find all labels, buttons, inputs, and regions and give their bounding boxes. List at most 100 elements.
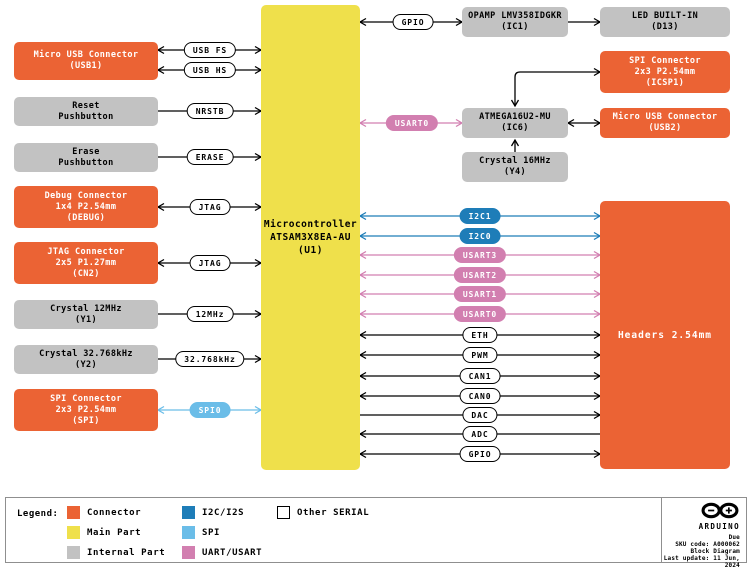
- connector-label: Connector: [87, 507, 142, 518]
- main-part-label: Main Part: [87, 527, 142, 538]
- pill-can0: CAN0: [459, 388, 501, 404]
- y4-ref: (Y4): [503, 167, 527, 177]
- pill-usb-fs: USB FS: [183, 42, 237, 58]
- ic6-ref: (IC6): [501, 123, 529, 133]
- reset-label: Reset: [72, 100, 100, 111]
- pill-usart2: USART2: [453, 267, 507, 283]
- reset-block: Reset Pushbutton: [14, 97, 158, 126]
- mcu-line: Microcontroller: [263, 219, 358, 230]
- pill-12mhz: 12MHz: [186, 306, 234, 322]
- y2-ref: (Y2): [74, 359, 98, 370]
- y1-ref: (Y1): [74, 314, 98, 325]
- legend-item-internal-part: Internal Part: [67, 546, 165, 559]
- usb2-block: Micro USB Connector (USB2): [600, 108, 730, 138]
- legend-item-connector: Connector: [67, 506, 165, 519]
- pill-usart3: USART3: [453, 247, 507, 263]
- internal-part-label: Internal Part: [87, 547, 166, 558]
- legend-item-i2c: I2C/I2S: [182, 506, 262, 519]
- y4-block: Crystal 16MHz (Y4): [462, 152, 568, 182]
- ic1-label: OPAMP LMV358IDGKR: [468, 11, 562, 21]
- usb2-ref: (USB2): [648, 123, 682, 133]
- pill-usart0: USART0: [453, 306, 507, 322]
- pill-i2c0: I2C0: [459, 228, 501, 244]
- pill-adc: ADC: [462, 426, 498, 442]
- ic1-ref: (IC1): [501, 22, 529, 32]
- y2-block: Crystal 32.768kHz (Y2): [14, 345, 158, 374]
- spi-label: SPI Connector: [50, 393, 122, 404]
- arduino-logo-icon: [701, 502, 739, 519]
- pill-jtag-debug: JTAG: [189, 199, 231, 215]
- usb1-ref: (USB1): [69, 61, 103, 71]
- d13-block: LED BUILT-IN (D13): [600, 7, 730, 37]
- legend-column-buses: I2C/I2S SPI UART/USART: [182, 506, 262, 559]
- y1-block: Crystal 12MHz (Y1): [14, 300, 158, 329]
- other-serial-swatch: [277, 506, 290, 519]
- pill-pwm: PWM: [462, 347, 498, 363]
- spi-connector-block: SPI Connector 2x3 P2.54mm (SPI): [14, 389, 158, 431]
- pill-dac: DAC: [462, 407, 498, 423]
- mcu-block: Microcontroller ATSAM3X8EA-AU (U1): [261, 5, 360, 470]
- pill-i2c1: I2C1: [459, 208, 501, 224]
- legend-column-other: Other SERIAL: [277, 506, 369, 519]
- ic6-label: ATMEGA16U2-MU: [479, 112, 551, 122]
- usb1-label: Micro USB Connector: [33, 50, 139, 60]
- mcu-line: (U1): [298, 245, 323, 256]
- debug-pitch: 1x4 P2.54mm: [55, 201, 117, 212]
- last-update: Last update: 11 Jun, 2024: [663, 555, 740, 567]
- ic1-block: OPAMP LMV358IDGKR (IC1): [462, 7, 568, 37]
- pill-gpio-top: GPIO: [392, 14, 434, 30]
- d13-ref: (D13): [651, 22, 679, 32]
- cn2-label: JTAG Connector: [47, 246, 125, 257]
- d13-label: LED BUILT-IN: [631, 11, 699, 21]
- title-block: ARDUINO Due SKU code: A000062 Block Diag…: [661, 498, 746, 567]
- y2-label: Crystal 32.768kHz: [39, 348, 133, 359]
- cn2-pitch: 2x5 P1.27mm: [55, 257, 117, 268]
- cn2-block: JTAG Connector 2x5 P1.27mm (CN2): [14, 242, 158, 284]
- connector-swatch: [67, 506, 80, 519]
- document-type: Block Diagram: [690, 548, 740, 555]
- usart-swatch: [182, 546, 195, 559]
- i2c-swatch: [182, 506, 195, 519]
- other-serial-label: Other SERIAL: [297, 507, 370, 518]
- ic6-block: ATMEGA16U2-MU (IC6): [462, 108, 568, 138]
- spi-ref: (SPI): [72, 415, 100, 426]
- usb2-label: Micro USB Connector: [612, 112, 718, 122]
- footer-bar: Legend: Connector Main Part Internal Par…: [5, 497, 747, 567]
- main-part-swatch: [67, 526, 80, 539]
- pill-gpio: GPIO: [459, 446, 501, 462]
- legend-item-main-part: Main Part: [67, 526, 165, 539]
- headers-block: Headers 2.54mm: [600, 201, 730, 469]
- legend-item-other-serial: Other SERIAL: [277, 506, 369, 519]
- erase-label: Erase: [72, 146, 100, 157]
- pill-usart1: USART1: [453, 286, 507, 302]
- icsp1-ref: (ICSP1): [645, 77, 685, 88]
- spi-pitch: 2x3 P2.54mm: [55, 404, 117, 415]
- spi-label: SPI: [202, 527, 221, 538]
- legend-title: Legend:: [17, 509, 59, 519]
- pill-erase: ERASE: [186, 149, 234, 165]
- debug-block: Debug Connector 1x4 P2.54mm (DEBUG): [14, 186, 158, 228]
- debug-label: Debug Connector: [44, 190, 128, 201]
- icsp1-label: SPI Connector: [629, 55, 701, 66]
- legend-item-spi: SPI: [182, 526, 262, 539]
- pill-usart0-ic6: USART0: [385, 115, 439, 131]
- erase-label2: Pushbutton: [58, 157, 114, 168]
- pill-32khz: 32.768kHz: [175, 351, 245, 367]
- pill-usb-hs: USB HS: [183, 62, 237, 78]
- headers-label: Headers 2.54mm: [617, 329, 713, 341]
- erase-block: Erase Pushbutton: [14, 143, 158, 172]
- sku-code: SKU code: A000062: [675, 541, 740, 548]
- pill-nrstb: NRSTB: [186, 103, 234, 119]
- brand-name: ARDUINO: [698, 522, 740, 531]
- legend-column-parts: Connector Main Part Internal Part: [67, 506, 165, 559]
- pill-can1: CAN1: [459, 368, 501, 384]
- reset-label2: Pushbutton: [58, 111, 114, 122]
- y4-label: Crystal 16MHz: [479, 156, 551, 166]
- internal-part-swatch: [67, 546, 80, 559]
- mcu-line: ATSAM3X8EA-AU: [270, 232, 351, 243]
- usart-label: UART/USART: [202, 547, 263, 558]
- i2c-label: I2C/I2S: [202, 507, 245, 518]
- pill-spi0: SPI0: [189, 402, 231, 418]
- product-name: Due: [728, 534, 740, 541]
